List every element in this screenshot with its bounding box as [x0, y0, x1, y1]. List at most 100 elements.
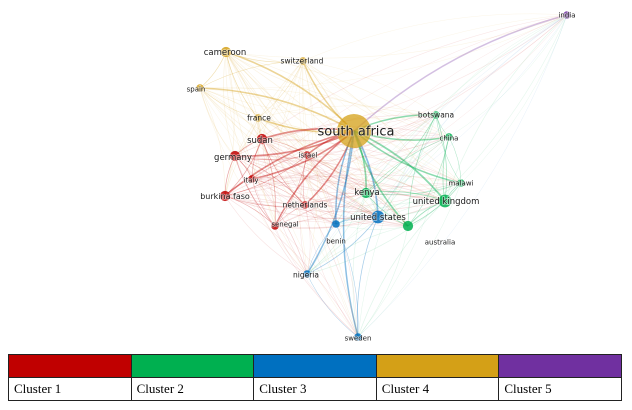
link-botswana-india	[435, 14, 568, 116]
link-china-sweden	[357, 136, 450, 338]
link-netherlands-malawi	[304, 182, 462, 207]
link-cameroon-malawi	[225, 51, 462, 184]
link-spain-botswana	[199, 87, 437, 120]
node-israel[interactable]	[303, 151, 311, 159]
link-united-kingdom-nigeria	[306, 200, 446, 275]
node-south-africa[interactable]	[337, 114, 371, 148]
link-australia-nigeria	[306, 225, 409, 275]
cluster-1-swatch	[8, 354, 132, 378]
link-sudan-senegal	[261, 138, 277, 227]
link-cameroon-france	[225, 51, 259, 119]
link-burkina-faso-netherlands	[224, 195, 306, 207]
link-united-kingdom-benin	[335, 200, 446, 225]
link-sudan-kenya	[261, 138, 367, 194]
cluster-4-label: Cluster 4	[375, 377, 500, 401]
link-france-united-kingdom	[257, 117, 446, 202]
node-spain[interactable]	[196, 84, 204, 92]
link-cameroon-australia	[225, 51, 409, 227]
link-germany-kenya	[234, 155, 367, 194]
link-cameroon-india	[225, 14, 568, 59]
link-spain-italy	[199, 87, 253, 180]
link-spain-india	[199, 14, 568, 89]
link-united-kingdom-india	[444, 14, 568, 202]
link-kenya-india	[365, 14, 568, 194]
link-burkina-faso-australia	[224, 194, 409, 227]
link-switzerland-india	[302, 13, 568, 62]
link-italy-benin	[251, 178, 337, 225]
node-cameroon[interactable]	[220, 46, 232, 58]
link-cameroon-burkina-faso	[224, 51, 235, 197]
link-cameroon-united-states	[225, 51, 379, 218]
link-cameroon-switzerland	[225, 51, 304, 63]
link-united-states-india	[377, 14, 568, 218]
node-italy[interactable]	[248, 175, 256, 183]
link-south-africa-burkina-faso	[224, 130, 355, 197]
node-sudan[interactable]	[256, 133, 268, 145]
node-australia[interactable]	[402, 220, 414, 232]
node-botswana[interactable]	[432, 111, 440, 119]
link-israel-burkina-faso	[224, 154, 308, 197]
link-france-senegal	[256, 117, 276, 227]
link-cameroon-united-kingdom	[225, 51, 446, 202]
link-switzerland-france	[257, 60, 304, 119]
cluster-3-swatch	[253, 354, 377, 378]
node-france[interactable]	[254, 114, 262, 122]
link-sweden-india	[357, 14, 568, 338]
link-france-botswana	[257, 105, 437, 119]
node-malawi[interactable]	[457, 179, 465, 187]
cluster-3-label: Cluster 3	[253, 377, 377, 401]
node-united-states[interactable]	[371, 210, 385, 224]
node-india[interactable]	[563, 11, 571, 19]
node-nigeria[interactable]	[303, 270, 311, 278]
link-south-africa-india	[353, 14, 568, 132]
link-sudan-nigeria	[261, 138, 308, 275]
link-sudan-sweden	[261, 138, 359, 338]
link-kenya-malawi	[365, 182, 462, 196]
link-switzerland-botswana	[302, 60, 437, 116]
node-sweden[interactable]	[354, 333, 362, 341]
link-nigeria-sweden	[306, 273, 359, 338]
link-israel-united-states	[306, 154, 379, 218]
link-switzerland-israel	[298, 60, 308, 156]
link-sudan-india	[261, 14, 568, 140]
link-spain-france	[199, 87, 259, 119]
link-kenya-united-kingdom	[365, 191, 446, 202]
node-burkina-faso[interactable]	[219, 190, 231, 202]
label-united-states: united states	[350, 213, 406, 223]
node-senegal[interactable]	[271, 222, 279, 230]
node-germany[interactable]	[229, 150, 241, 162]
node-switzerland[interactable]	[299, 57, 307, 65]
link-france-israel	[257, 117, 308, 156]
link-senegal-botswana	[274, 114, 437, 227]
label-united-kingdom: united kingdom	[413, 197, 480, 207]
network-nodes	[196, 11, 571, 341]
node-kenya[interactable]	[360, 187, 372, 199]
link-spain-china	[199, 87, 450, 138]
link-france-sweden	[257, 117, 359, 338]
link-switzerland-nigeria	[302, 60, 319, 275]
link-netherlands-united-kingdom	[304, 194, 446, 206]
link-burkina-faso-botswana	[224, 114, 437, 197]
node-netherlands[interactable]	[301, 201, 309, 209]
node-united-kingdom[interactable]	[438, 194, 452, 208]
link-france-united-states	[257, 117, 379, 218]
link-sudan-burkina-faso	[224, 138, 263, 197]
link-france-benin	[257, 117, 337, 225]
link-france-australia	[257, 117, 409, 227]
link-china-malawi	[448, 136, 462, 184]
link-burkina-faso-malawi	[224, 174, 462, 197]
link-netherlands-australia	[304, 204, 409, 227]
link-spain-senegal	[199, 87, 276, 227]
link-switzerland-burkina-faso	[224, 60, 304, 197]
link-israel-sweden	[306, 154, 359, 338]
link-burkina-faso-sweden	[224, 195, 359, 338]
link-netherlands-india	[304, 14, 568, 206]
link-spain-sudan	[199, 87, 263, 140]
link-spain-netherlands	[199, 87, 306, 206]
node-china[interactable]	[445, 133, 453, 141]
node-benin[interactable]	[332, 220, 340, 228]
label-australia: australia	[425, 238, 455, 246]
link-senegal-benin	[274, 221, 337, 227]
link-china-united-states	[377, 136, 450, 218]
link-france-malawi	[257, 117, 462, 184]
